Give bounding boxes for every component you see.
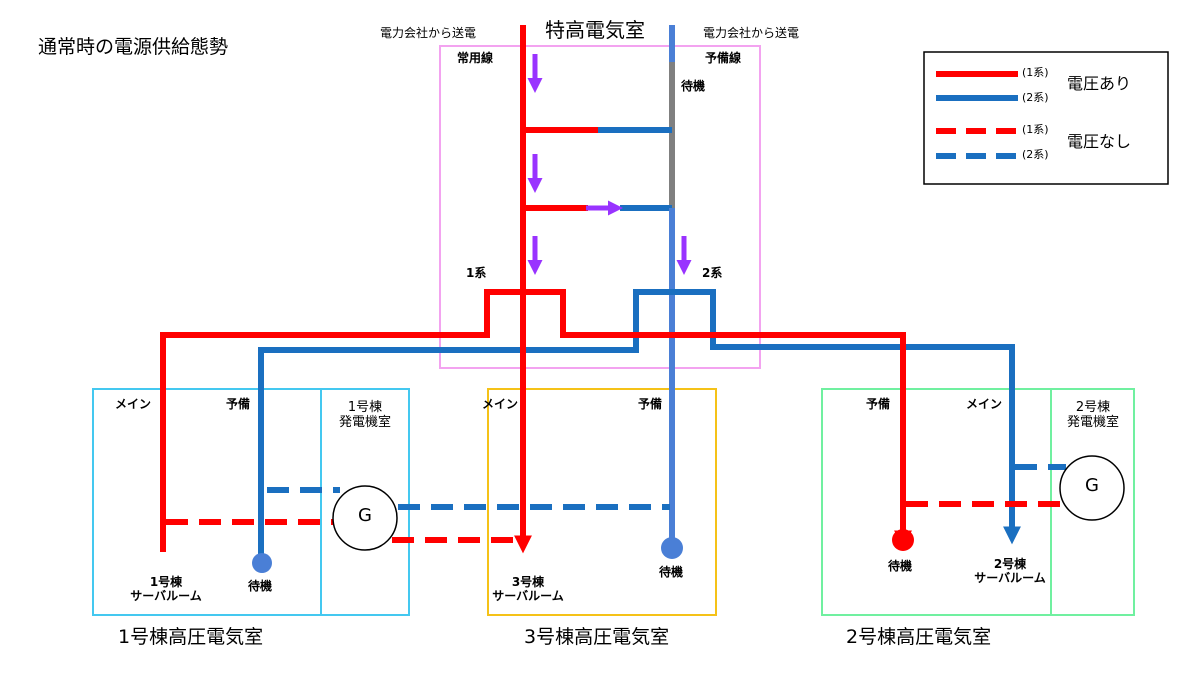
diagram-title: 通常時の電源供給態勢: [38, 36, 229, 58]
substation-title: 特高電気室: [545, 18, 645, 42]
substation-box: [439, 45, 761, 369]
building2-box: [821, 388, 1135, 616]
b2-generator-label: G: [1085, 475, 1099, 496]
b3-caption: 3号棟高圧電気室: [524, 626, 670, 648]
b2-main-label: メイン: [966, 397, 1003, 411]
generator-b2: [1059, 455, 1125, 521]
system1-label: 1系: [466, 266, 487, 280]
b2-spare-label: 予備: [866, 397, 891, 411]
standby-line-label: 予備線: [705, 51, 742, 65]
legend-dash2-label: (2系): [1022, 148, 1049, 161]
generator-b1: [332, 485, 398, 551]
building1-box: [92, 388, 410, 616]
legend-line1-label: (1系): [1022, 66, 1049, 79]
regular-line-label: 常用線: [457, 51, 494, 65]
standby-dot-b2: [892, 529, 914, 551]
b3-standby-label: 待機: [659, 565, 684, 579]
building3-box: [487, 388, 717, 616]
b2-gen-room-label: 2号棟 発電機室: [1066, 400, 1119, 430]
b2-standby-label: 待機: [888, 559, 913, 573]
feed-right-label: 電力会社から送電: [703, 26, 800, 40]
legend-voltage-on: 電圧あり: [1067, 74, 1132, 93]
b3-spare-label: 予備: [638, 397, 663, 411]
b1-standby-label: 待機: [248, 579, 273, 593]
legend-voltage-off: 電圧なし: [1067, 132, 1132, 151]
standby-dot-b1: [252, 553, 272, 573]
b1-main-label: メイン: [115, 397, 152, 411]
system2-bus: [258, 289, 1021, 560]
legend-box: [923, 51, 1169, 185]
substation-standby-label: 待機: [681, 79, 706, 93]
standby-dot-b3: [661, 537, 683, 559]
b1-gen-room-label: 1号棟 発電機室: [338, 400, 391, 430]
feed-left-label: 電力会社から送電: [380, 26, 477, 40]
legend-line2-label: (2系): [1022, 91, 1049, 104]
b1-spare-label: 予備: [226, 397, 251, 411]
b2-caption: 2号棟高圧電気室: [846, 626, 992, 648]
b1-caption: 1号棟高圧電気室: [118, 626, 264, 648]
b3-main-label: メイン: [482, 397, 519, 411]
system2-label: 2系: [702, 266, 723, 280]
system1-bus: [160, 289, 912, 552]
b1-generator-label: G: [358, 505, 372, 526]
b3-server-label: 3号棟 サーバルーム: [492, 575, 564, 603]
b2-server-label: 2号棟 サーバルーム: [974, 557, 1046, 585]
b1-server-label: 1号棟 サーバルーム: [130, 575, 202, 603]
legend-dash1-label: (1系): [1022, 123, 1049, 136]
